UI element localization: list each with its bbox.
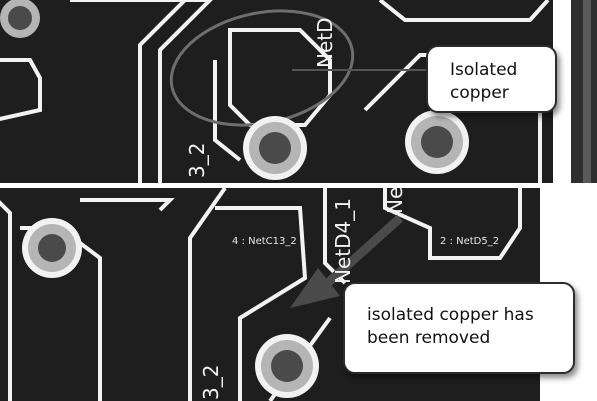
bottom-net-vertical-label: NetD4_1	[331, 198, 355, 284]
bottom-ref-label: 3_2	[199, 365, 223, 400]
isolated-copper-island	[228, 28, 332, 127]
callout-bottom-line1: isolated copper has	[367, 305, 534, 325]
bottom-pad-label-right: 2 : NetD5_2	[440, 236, 499, 247]
callout-isolated-copper: Isolated copper	[426, 45, 557, 113]
top-ref-label: 3_2	[185, 143, 209, 178]
trace-bottom-outline	[215, 206, 308, 401]
trace-top-diagonal	[70, 0, 213, 183]
board-edge-strip	[553, 0, 571, 183]
callout-top-line2: copper	[450, 83, 509, 103]
bottom-net-vertical-partial-label: Ne	[383, 188, 407, 214]
arrow-removed	[316, 214, 404, 294]
callout-top-line1: Isolated	[450, 60, 518, 80]
top-net-vertical-label: NetD	[313, 17, 337, 68]
callout-bottom-line2: been removed	[367, 328, 491, 348]
trace-left-outline	[0, 58, 42, 121]
bottom-pad-label-left: 4 : NetC13_2	[232, 236, 297, 247]
callout-copper-removed: isolated copper has been removed	[343, 282, 575, 374]
